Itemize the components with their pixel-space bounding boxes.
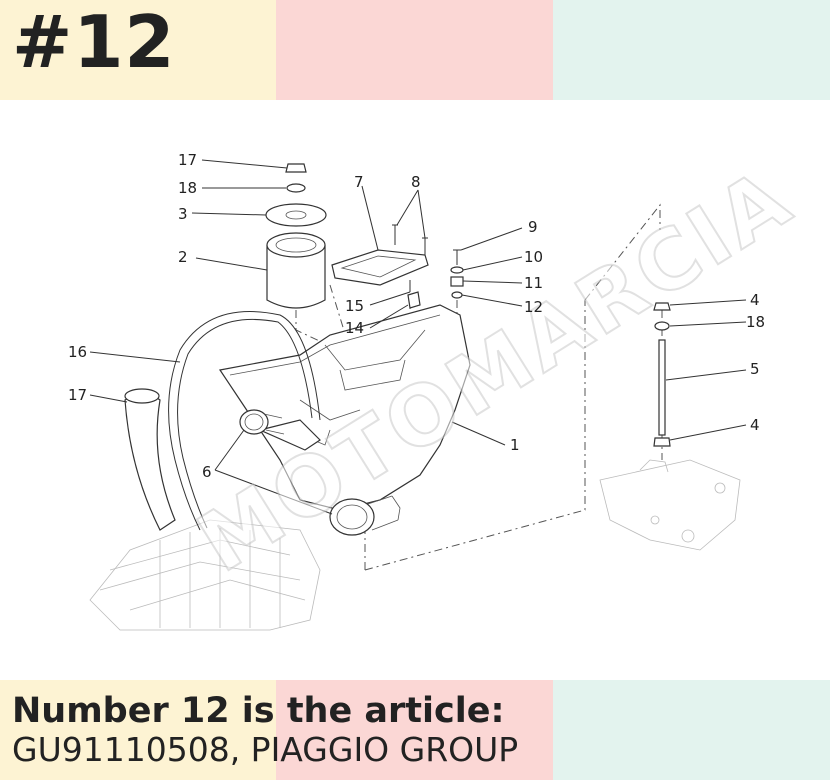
callout-5: 5	[750, 360, 760, 378]
caption-title: Number 12 is the article:	[12, 691, 505, 731]
lower-nut	[653, 437, 671, 447]
callout-11: 11	[524, 274, 543, 292]
air-box-body	[218, 304, 471, 511]
lid-screws	[392, 224, 428, 255]
footer-stripe-pink	[276, 680, 553, 780]
nut-top	[285, 163, 307, 173]
callout-4-top: 4	[750, 291, 760, 309]
mount-bushings	[450, 266, 464, 299]
callout-18-top: 18	[178, 179, 197, 197]
upper-nut	[653, 302, 671, 311]
air-filter-element	[266, 232, 326, 309]
callout-6: 6	[202, 463, 212, 481]
caption-article: GU91110508, PIAGGIO GROUP	[12, 730, 519, 769]
callout-18-right: 18	[746, 313, 765, 331]
callout-12: 12	[524, 298, 543, 316]
header-stripe-pink	[276, 0, 553, 100]
callout-10: 10	[524, 248, 543, 266]
frame-bracket-outline	[599, 459, 741, 551]
washer-top	[286, 183, 306, 193]
callout-7: 7	[354, 173, 364, 191]
exploded-parts-diagram: MOTOMARCIA 17 18 3 2 7 8 9 10 11 12 15 1…	[68, 150, 810, 631]
breather-hose	[168, 311, 321, 531]
callout-8: 8	[411, 173, 421, 191]
callout-1: 1	[510, 436, 520, 454]
callout-17: 17	[178, 151, 197, 169]
header-stripe-yellow	[0, 0, 276, 100]
mount-screw	[453, 249, 461, 265]
support-rod	[658, 339, 666, 436]
callout-labels: 17 18 3 2 7 8 9 10 11 12 15 14 16 17 1 6…	[68, 151, 765, 481]
filter-cover	[265, 203, 327, 227]
footer-stripe-mint	[553, 680, 830, 780]
callout-2: 2	[178, 248, 188, 266]
leader-lines	[89, 159, 747, 515]
inlet-sleeve-lower	[329, 495, 401, 536]
inlet-sleeve-upper	[239, 409, 285, 435]
part-number-badge: #12	[12, 0, 176, 84]
clip	[407, 291, 421, 309]
footer-band	[0, 680, 830, 780]
intake-duct	[124, 388, 176, 531]
callout-4-bottom: 4	[750, 416, 760, 434]
header-stripe-mint	[553, 0, 830, 100]
header-band	[0, 0, 830, 100]
callout-14: 15	[345, 297, 364, 315]
callout-3: 3	[178, 205, 188, 223]
callout-13: 14	[345, 319, 364, 337]
callout-16: 17	[68, 386, 87, 404]
footer-stripe-yellow	[0, 680, 276, 780]
callout-9: 9	[528, 218, 538, 236]
callout-15: 16	[68, 343, 87, 361]
air-box-lid	[331, 249, 429, 286]
washer-right	[654, 321, 670, 331]
engine-block-outline	[89, 519, 321, 631]
